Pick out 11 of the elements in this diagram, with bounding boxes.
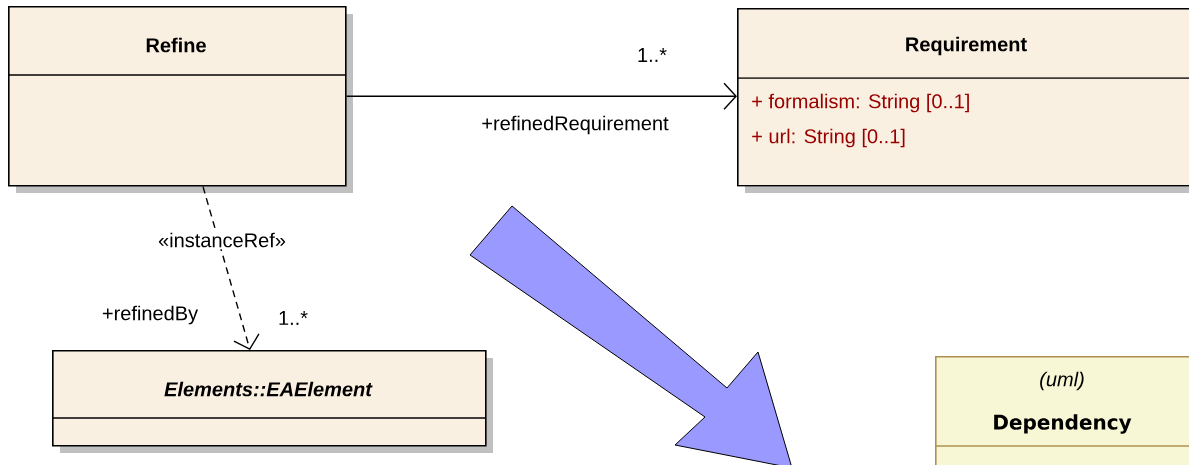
- edge-label: +refinedRequirement: [479, 113, 671, 137]
- role-label: 1..*: [279, 311, 308, 325]
- class-box: (uml) Dependency: [934, 356, 1189, 465]
- association-arrow: [202, 185, 260, 350]
- class-box: Elements::EAElement: [51, 350, 493, 453]
- role-label: 1..*: [638, 48, 667, 62]
- role-label: +refinedBy: [102, 305, 199, 325]
- association-arrow: [345, 82, 737, 110]
- edge-label: «instanceRef»: [156, 230, 288, 250]
- class-box: Requirement + formalism: String [0..1] + url: String [0..1]: [736, 8, 1189, 193]
- class-box: Refine: [7, 6, 353, 193]
